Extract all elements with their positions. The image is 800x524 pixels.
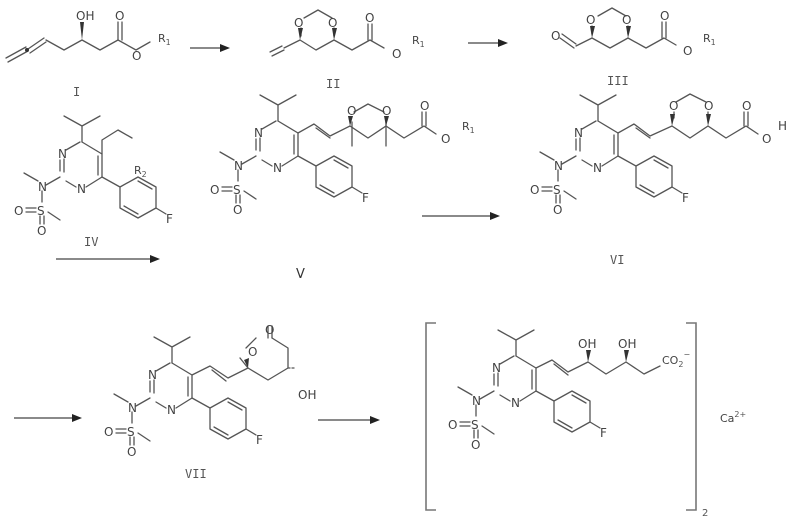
group-r1: R1 bbox=[412, 34, 425, 49]
compound-III: O O O O O R1 III bbox=[551, 7, 716, 88]
atom-oh: OH bbox=[578, 337, 596, 351]
arrow-VII-final bbox=[318, 416, 380, 424]
group-r1: R1 bbox=[703, 32, 716, 47]
atom-o: O bbox=[669, 99, 678, 113]
arrow-VI-VII bbox=[14, 414, 82, 422]
atom-o: O bbox=[586, 13, 595, 27]
atom-o: O bbox=[622, 13, 631, 27]
group-r2: R2 bbox=[134, 164, 147, 179]
atom-o: O bbox=[441, 132, 450, 146]
atom-o: O bbox=[762, 132, 771, 146]
compound-VII: O O OH VII bbox=[103, 323, 316, 481]
atom-o: O bbox=[365, 11, 374, 25]
atom-o: O bbox=[420, 99, 429, 113]
label-VII: VII bbox=[185, 467, 207, 481]
atom-o: O bbox=[683, 44, 692, 58]
label-II: II bbox=[326, 77, 340, 91]
atom-o: O bbox=[294, 16, 303, 30]
atom-o: O bbox=[347, 104, 356, 118]
atom-o: O bbox=[265, 323, 274, 337]
atom-o-ring: O bbox=[248, 345, 257, 359]
atom-oh: OH bbox=[76, 9, 94, 23]
bracket-multiplier: 2 bbox=[702, 508, 708, 519]
label-V: V bbox=[296, 267, 305, 282]
compound-II: O O O O R1 II bbox=[269, 9, 425, 91]
label-VI: VI bbox=[610, 253, 624, 267]
arrow-I-II bbox=[190, 44, 230, 52]
arrow-IV-V bbox=[56, 255, 160, 263]
group-r1: R1 bbox=[158, 32, 171, 47]
atom-o: O bbox=[742, 99, 751, 113]
atom-h: H bbox=[778, 119, 787, 133]
atom-o: O bbox=[382, 104, 391, 118]
atom-o: O bbox=[132, 49, 141, 63]
atom-oh: OH bbox=[298, 388, 316, 402]
atom-o: O bbox=[704, 99, 713, 113]
counterion-calcium: Ca2+ bbox=[720, 410, 746, 425]
arrow-V-VI bbox=[422, 212, 500, 220]
atom-o: O bbox=[392, 47, 401, 61]
compound-IV: R2 IV bbox=[13, 115, 174, 249]
label-I: I bbox=[73, 85, 80, 99]
compound-VI: O O O O H VI bbox=[529, 93, 787, 267]
label-III: III bbox=[607, 74, 629, 88]
arrow-II-III bbox=[468, 39, 508, 47]
atom-o: O bbox=[115, 9, 124, 23]
atom-o: O bbox=[328, 16, 337, 30]
label-IV: IV bbox=[84, 235, 98, 249]
compound-V: O O O O O R1 V bbox=[209, 94, 475, 282]
group-r1: R1 bbox=[462, 120, 475, 135]
compound-I: OH O O R1 I bbox=[5, 9, 171, 99]
atom-oh: OH bbox=[618, 337, 636, 351]
group-co2: CO2− bbox=[662, 350, 690, 369]
compound-final: OH OH CO2− 2 Ca2+ bbox=[425, 322, 746, 519]
atom-o: O bbox=[551, 29, 560, 43]
atom-o: O bbox=[660, 9, 669, 23]
